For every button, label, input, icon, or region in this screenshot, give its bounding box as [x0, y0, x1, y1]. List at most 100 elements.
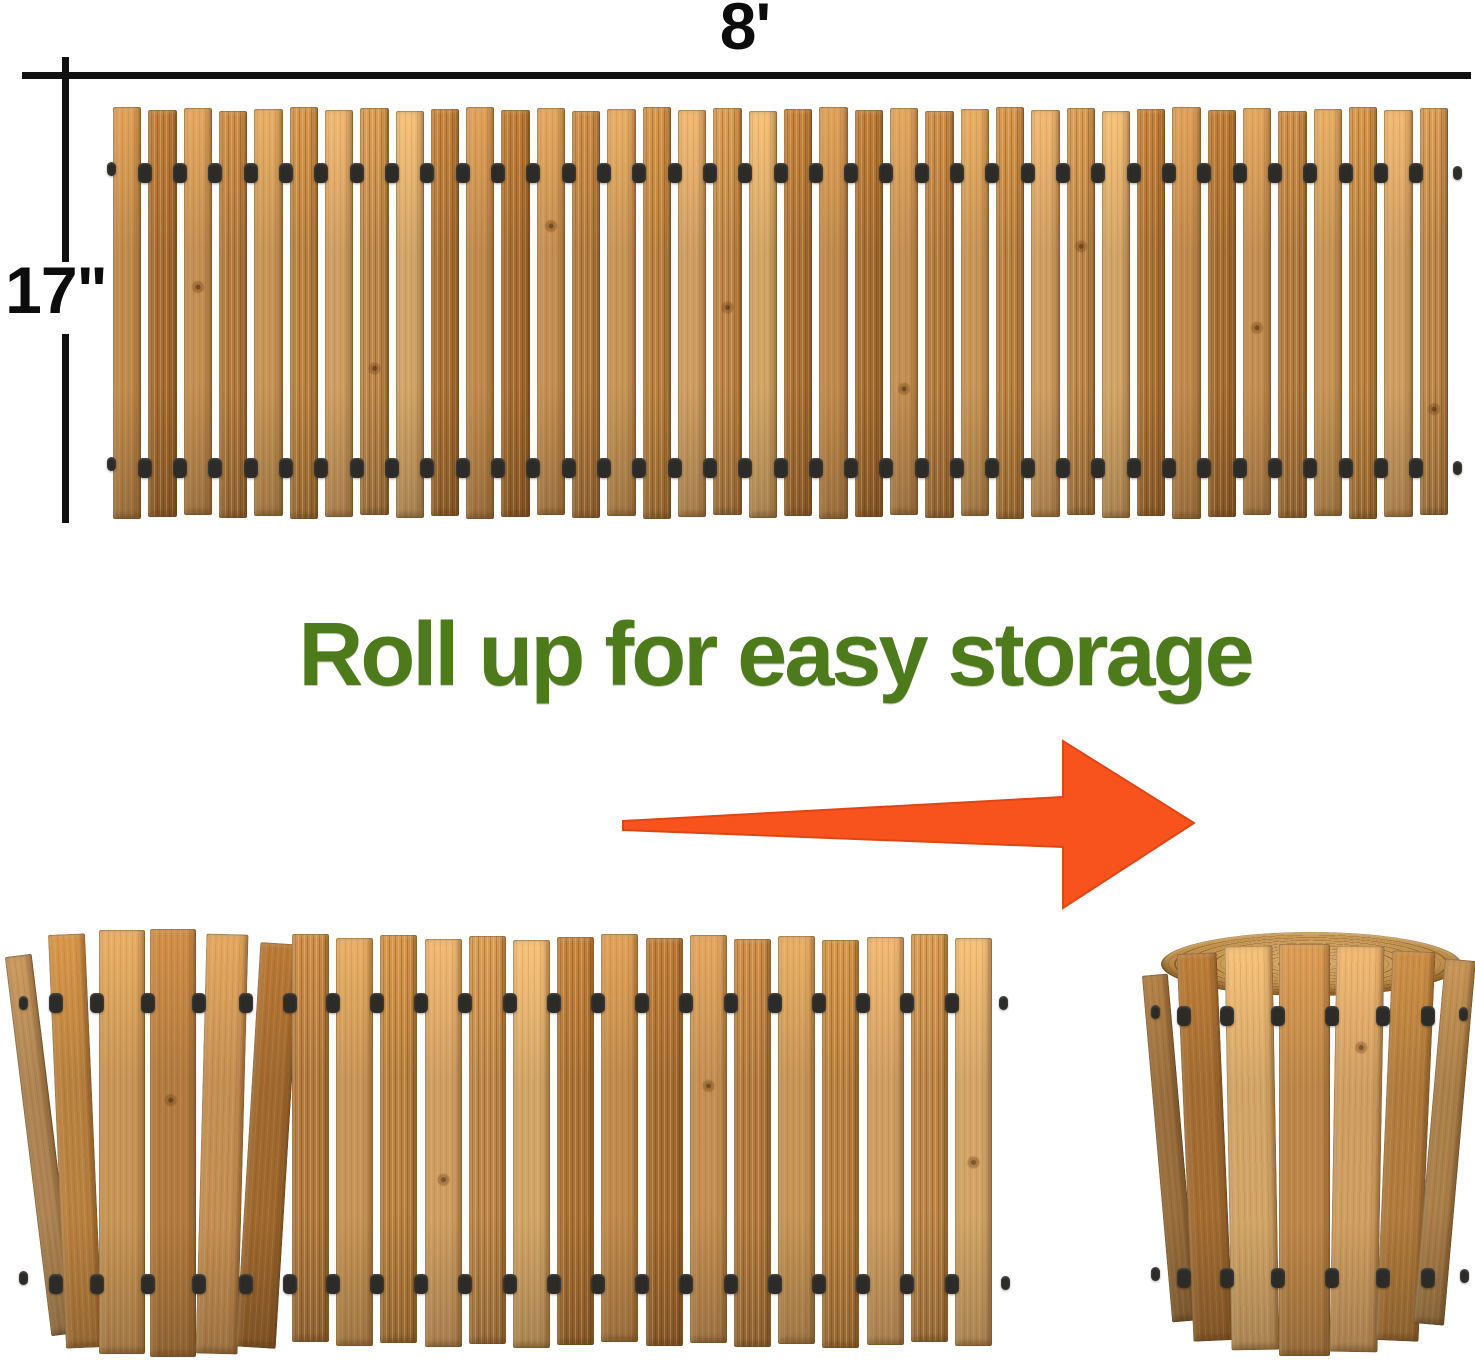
- clip-connector: [546, 1274, 561, 1294]
- clip-connector: [89, 1274, 104, 1294]
- clip-connector: [679, 993, 694, 1013]
- wood-slat: [642, 107, 672, 519]
- clip-connector: [279, 458, 294, 478]
- wood-slat: [395, 111, 424, 518]
- clip-connector: [18, 1271, 28, 1285]
- clip-connector: [985, 458, 1000, 478]
- clip-connector: [914, 163, 929, 183]
- wood-slat: [866, 937, 904, 1345]
- wood-slat: [536, 108, 566, 515]
- clip-connector: [18, 996, 28, 1010]
- wood-slat: [645, 938, 683, 1346]
- height-dimension-label: 17": [5, 253, 108, 327]
- clip-connector: [137, 163, 152, 183]
- clip-connector: [369, 1274, 384, 1294]
- wood-slat: [854, 110, 883, 517]
- clip-connector: [1373, 458, 1388, 478]
- clip-connector: [723, 1274, 738, 1294]
- clip-connector: [283, 993, 297, 1013]
- wood-slat: [99, 930, 145, 1354]
- clip-connector: [546, 993, 561, 1013]
- wood-slat: [955, 938, 992, 1346]
- clip-connector: [385, 163, 400, 183]
- wood-slat: [1279, 944, 1330, 1356]
- clip-connector: [773, 458, 788, 478]
- clip-connector: [325, 993, 340, 1013]
- wood-slat: [925, 111, 954, 518]
- clip-connector: [635, 1274, 650, 1294]
- clip-connector: [985, 163, 1000, 183]
- clip-connector: [738, 458, 753, 478]
- wood-slat: [501, 110, 530, 517]
- clip-connector: [1409, 458, 1424, 478]
- clip-connector: [238, 993, 253, 1013]
- clip-connector: [314, 458, 329, 478]
- wood-slat: [910, 934, 948, 1342]
- clip-connector: [1459, 1269, 1469, 1283]
- clip-connector: [314, 163, 329, 183]
- clip-connector: [702, 163, 717, 183]
- clip-connector: [1091, 458, 1106, 478]
- height-dimension-line-lower: [62, 334, 69, 523]
- clip-connector: [420, 163, 435, 183]
- width-dimension-line: [22, 72, 1471, 79]
- clip-connector: [1270, 1006, 1285, 1026]
- wood-slat: [734, 939, 771, 1347]
- clip-connector: [238, 1274, 253, 1294]
- wood-slat: [1313, 109, 1343, 516]
- clip-connector: [1232, 458, 1247, 478]
- wood-slat: [822, 940, 860, 1348]
- clip-connector: [173, 163, 188, 183]
- clip-connector: [632, 458, 647, 478]
- wood-slat: [1243, 108, 1272, 515]
- clip-connector: [900, 993, 915, 1013]
- clip-connector: [1409, 163, 1424, 183]
- wood-slat: [430, 109, 460, 516]
- clip-connector: [173, 458, 188, 478]
- wood-slat: [183, 108, 212, 515]
- clip-connector: [106, 457, 116, 471]
- wood-slat: [513, 940, 550, 1348]
- clip-connector: [950, 163, 965, 183]
- wood-slat: [778, 936, 816, 1344]
- wood-slat: [148, 110, 177, 517]
- clip-connector: [283, 1274, 297, 1294]
- clip-connector: [243, 163, 258, 183]
- clip-connector: [191, 993, 206, 1013]
- clip-connector: [526, 163, 541, 183]
- clip-connector: [738, 163, 753, 183]
- clip-connector: [998, 996, 1008, 1010]
- clip-connector: [596, 163, 611, 183]
- wood-slat: [336, 938, 374, 1346]
- clip-connector: [137, 458, 152, 478]
- clip-connector: [667, 163, 682, 183]
- height-dimension-line-upper: [62, 57, 69, 262]
- wood-slat: [1031, 110, 1060, 517]
- clip-connector: [1000, 1276, 1010, 1290]
- wood-slat: [784, 109, 813, 516]
- clip-connector: [1420, 1006, 1435, 1026]
- wood-slat: [960, 109, 989, 516]
- clip-connector: [1091, 163, 1106, 183]
- clip-connector: [106, 162, 116, 176]
- clip-connector: [369, 993, 384, 1013]
- clip-connector: [1232, 163, 1247, 183]
- clip-connector: [723, 993, 738, 1013]
- clip-connector: [208, 458, 223, 478]
- clip-connector: [667, 458, 682, 478]
- clip-connector: [1458, 1007, 1468, 1021]
- partial-roll-photo: [4, 928, 1010, 1362]
- clip-connector: [325, 1274, 340, 1294]
- clip-connector: [1324, 1268, 1339, 1288]
- wood-slat: [468, 936, 506, 1344]
- clip-connector: [811, 993, 826, 1013]
- wood-slat: [254, 109, 283, 516]
- clip-connector: [279, 163, 294, 183]
- wood-slat: [1101, 111, 1131, 518]
- clip-connector: [590, 993, 605, 1013]
- wood-slat: [218, 111, 248, 518]
- clip-connector: [561, 458, 576, 478]
- flat-mat-photo: [106, 107, 1462, 519]
- wood-slat: [1384, 110, 1413, 517]
- clip-connector: [1056, 163, 1071, 183]
